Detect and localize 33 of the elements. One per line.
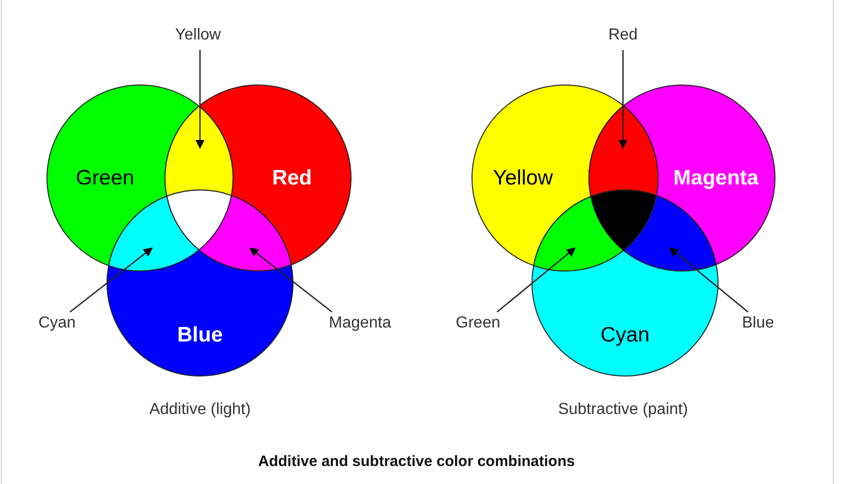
- leader-arrow: [618, 50, 628, 149]
- leader-arrow: [195, 50, 205, 149]
- overlap-region: [588, 105, 658, 197]
- callout-label: Yellow: [175, 25, 221, 45]
- diagram-subtitle: Additive (light): [149, 401, 251, 419]
- overlap-region: [108, 196, 200, 272]
- overlap-region: [198, 194, 292, 272]
- leader-arrow: [669, 247, 748, 312]
- color-region: [624, 85, 775, 264]
- region-label: Yellow: [493, 168, 553, 188]
- color-region: [107, 250, 293, 376]
- overlap-region: [164, 106, 234, 197]
- overlap-region: [533, 196, 624, 272]
- region-label: Blue: [177, 324, 223, 346]
- overlap-region: [623, 194, 717, 272]
- region-label: Green: [76, 168, 134, 188]
- color-region: [199, 85, 351, 265]
- color-region: [47, 85, 199, 265]
- color-region: [532, 250, 718, 376]
- leader-arrow: [249, 247, 332, 313]
- callout-label: Red: [608, 25, 638, 45]
- color-region: [472, 85, 623, 265]
- callout-label: Cyan: [38, 313, 76, 333]
- callout-label: Blue: [742, 313, 774, 333]
- diagram-subtitle: Subtractive (paint): [558, 401, 688, 419]
- region-label: Red: [272, 168, 312, 188]
- leader-arrow: [70, 247, 153, 313]
- callout-label: Magenta: [328, 313, 392, 333]
- callout-label: Green: [456, 313, 500, 333]
- figure-caption: Additive and subtractive color combinations: [257, 453, 576, 470]
- leader-arrow: [496, 247, 576, 312]
- region-label: Magenta: [673, 168, 759, 188]
- region-label: Cyan: [600, 324, 650, 346]
